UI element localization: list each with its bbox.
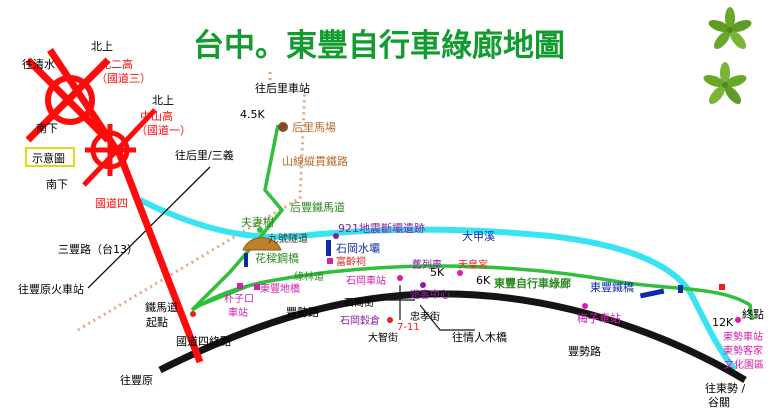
dajia-river-label: 大甲溪 bbox=[462, 229, 495, 243]
tianhuang-temple-label: 天皇宮 bbox=[458, 258, 488, 271]
quake-site-marker bbox=[333, 233, 339, 239]
youke-center-marker bbox=[420, 282, 426, 288]
houfeng-bikeway bbox=[190, 124, 285, 312]
tunnel-icon bbox=[242, 237, 282, 251]
to-fengyuan-label: 往豐原 bbox=[120, 373, 153, 387]
houfeng-bikeway-extra bbox=[199, 271, 331, 307]
highway-interchange-icon bbox=[82, 108, 157, 187]
shigang-street-label: 石崗街 bbox=[344, 296, 374, 309]
map-title: 台中。東豐自行車綠廊地圖 bbox=[193, 28, 565, 64]
to-dongshi-label: 谷關 bbox=[708, 396, 730, 409]
pozikou-marker bbox=[237, 283, 243, 289]
to-houli-station-label: 往后里車站 bbox=[255, 81, 310, 95]
dongshi-station-label: 東勢車站 bbox=[723, 330, 763, 343]
guodao4-highway bbox=[47, 48, 204, 364]
bridge-icon bbox=[678, 285, 683, 293]
red-marker bbox=[719, 284, 725, 290]
zhongxiao-street-label: 忠孝街 bbox=[410, 310, 440, 323]
meizi-station-label: 梅子車站 bbox=[577, 311, 621, 325]
daqiyan-tree-label: 夫妻樹 bbox=[241, 216, 274, 229]
tunnel9-label: 九號隧道 bbox=[268, 232, 308, 245]
tree-marker bbox=[257, 227, 263, 233]
shigang-station-marker bbox=[397, 275, 403, 281]
quake-site-label: 921地震斷壩遺跡 bbox=[338, 221, 425, 235]
tianhuang-marker bbox=[457, 270, 463, 276]
start-marker bbox=[190, 311, 196, 317]
fengshi-road bbox=[158, 290, 747, 384]
north-up-label: 北上 bbox=[152, 94, 174, 107]
guodao4-end-label: 國道四終點 bbox=[176, 334, 231, 348]
cultural-park-label: 文化園區 bbox=[724, 358, 764, 371]
south-down-label: 南下 bbox=[46, 178, 68, 191]
sanfeng-road-label: 三豐路（台13） bbox=[58, 242, 138, 256]
dongshi-hakka-label: 東勢客家 bbox=[723, 344, 763, 357]
dajia-river bbox=[138, 197, 738, 372]
to-dongshi-label: 往東勢 / bbox=[705, 381, 745, 395]
bridge-icon bbox=[326, 240, 331, 256]
to-houli-sanyi-label: 往后里/三義 bbox=[175, 148, 234, 162]
legend-box bbox=[25, 147, 75, 167]
south-down-label: 南下 bbox=[36, 122, 58, 135]
pozikou-station-label: 朴子口 bbox=[224, 292, 254, 305]
end-point-label: 終點 bbox=[742, 307, 764, 321]
fengshi-road-label: 豐勢路 bbox=[568, 344, 601, 358]
to-fengyuan-station-label: 往豐原火車站 bbox=[18, 282, 84, 296]
fuyin-temple-label: 富齡祠 bbox=[336, 255, 366, 268]
fengshi-road-label: 豐勢路 bbox=[286, 305, 319, 319]
zhongshan-label: 中山高 bbox=[140, 109, 173, 123]
km-5-label: 5K bbox=[430, 266, 445, 279]
jiu-lie-che-label: 舊列車 bbox=[412, 258, 442, 271]
houli-horse-label: 后里馬場 bbox=[292, 121, 336, 134]
leaf-icon bbox=[708, 7, 752, 50]
to-qingren-bridge-label: 往情人木橋 bbox=[452, 330, 507, 344]
shanxian-rail-label: 山線縱貫鐵路 bbox=[282, 154, 348, 168]
dongfeng-bridge-marker bbox=[254, 284, 260, 290]
km-12-label: 12K bbox=[712, 316, 734, 329]
tiema-start-label: 起點 bbox=[146, 316, 168, 329]
7-11-label: 7-11 bbox=[397, 322, 420, 333]
bridge-icon bbox=[244, 253, 248, 267]
dongfeng-horse-bridge-label: 東豐地橋 bbox=[260, 282, 300, 295]
legend-box-label: 示意圖 bbox=[32, 151, 65, 165]
guodao4-label: 國道四 bbox=[95, 196, 128, 210]
pozikou-station-label: 車站 bbox=[228, 306, 248, 319]
shanxian-rail-line bbox=[77, 87, 307, 332]
houfeng-trail-label: 后豐鐵馬道 bbox=[290, 200, 345, 214]
lvlin-road-label: 綠林道 bbox=[294, 270, 324, 283]
dazhi-street-label: 大智街 bbox=[368, 331, 398, 344]
shigang-granary-label: 石岡穀倉 bbox=[340, 314, 380, 327]
leaf-icon bbox=[703, 62, 747, 105]
bridge-icon bbox=[639, 288, 665, 299]
freeway2-sub-label: （國道三） bbox=[96, 71, 151, 85]
end-marker bbox=[735, 317, 741, 323]
highway-interchange-icon bbox=[25, 57, 111, 143]
freeway2-label: 北二高 bbox=[100, 57, 133, 71]
north-up-label: 北上 bbox=[91, 40, 113, 53]
zhongshan-sub-label: （國道一） bbox=[136, 123, 191, 137]
houli-horse-marker bbox=[278, 122, 288, 132]
km-6-label: 6K bbox=[476, 274, 491, 287]
youke-center-label: 遊客中心 bbox=[410, 288, 450, 301]
shigang-dam-label: 石岡水壩 bbox=[336, 242, 380, 255]
dongfeng-bikeway-label: 東豐自行車綠廊 bbox=[494, 276, 571, 290]
7-11-marker bbox=[387, 317, 393, 323]
tiema-dao-label: 鐵馬道 bbox=[145, 300, 178, 314]
huakang-bridge-label: 花樑鋼橋 bbox=[255, 251, 299, 265]
meizi-station-marker bbox=[582, 303, 588, 309]
km-4-5-label: 4.5K bbox=[240, 108, 265, 121]
to-qingshui-label: 往清水 bbox=[22, 57, 55, 71]
shigang-station-label: 石岡車站 bbox=[346, 274, 386, 287]
fuyin-marker bbox=[327, 258, 333, 264]
dongfeng-bridge-label: 東豐鐵橋 bbox=[590, 280, 634, 294]
